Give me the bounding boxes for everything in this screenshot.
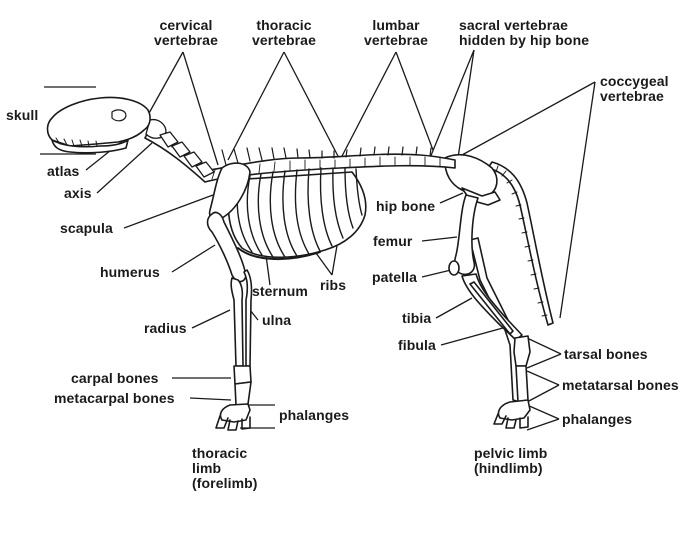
ulna-label: ulna <box>262 312 292 328</box>
radius-label: radius <box>144 320 187 336</box>
fore-toes <box>215 415 251 431</box>
patella <box>448 260 460 276</box>
ribs-label: ribs <box>320 277 347 293</box>
skeleton <box>46 96 554 431</box>
neck <box>145 118 215 178</box>
pelvic-limb-label: pelvic limb (hindlimb) <box>474 445 548 476</box>
sternum <box>237 247 321 260</box>
axis-label: axis <box>64 185 92 201</box>
thoracic-limb-label: thoracic limb (forelimb) <box>192 445 258 491</box>
ribs <box>236 167 363 258</box>
phalanges-fore-label: phalanges <box>279 407 350 423</box>
femur <box>453 194 479 276</box>
vertebra-spines <box>157 129 432 166</box>
tibia-label: tibia <box>402 310 432 326</box>
scapula-label: scapula <box>60 220 113 236</box>
sternum-label: sternum <box>252 283 308 299</box>
fibula-label: fibula <box>398 337 436 353</box>
phalanges-hind-label: phalanges <box>562 411 633 427</box>
femur-label: femur <box>373 233 413 249</box>
humerus-label: humerus <box>100 264 160 280</box>
cervical-vertebrae-label: cervical vertebrae <box>154 17 218 48</box>
hind-toes <box>493 413 529 429</box>
mandible <box>51 139 129 154</box>
hip-bone-label: hip bone <box>376 198 436 214</box>
tail-segments <box>495 165 548 317</box>
metatarsal-bones-label: metatarsal bones <box>562 377 679 393</box>
skull-label: skull <box>6 107 39 123</box>
metacarpal-bones-label: metacarpal bones <box>54 390 175 406</box>
hind-paw <box>497 399 531 421</box>
fibula <box>469 281 514 335</box>
atlas-label: atlas <box>47 163 80 179</box>
sacral-vertebrae-label: sacral vertebrae hidden by hip bone <box>459 17 590 48</box>
patella-label: patella <box>372 269 418 285</box>
teeth <box>55 137 98 147</box>
carpal-bones-label: carpal bones <box>71 370 159 386</box>
coccygeal-vertebrae-label: coccygeal vertebrae <box>600 73 669 104</box>
tarsal-bones-label: tarsal bones <box>564 346 648 362</box>
tail-bone <box>487 161 554 326</box>
skull-orbit <box>111 109 127 122</box>
lumbar-vertebrae-label: lumbar vertebrae <box>364 17 428 48</box>
thoracic-vertebrae-label: thoracic vertebrae <box>252 17 316 48</box>
